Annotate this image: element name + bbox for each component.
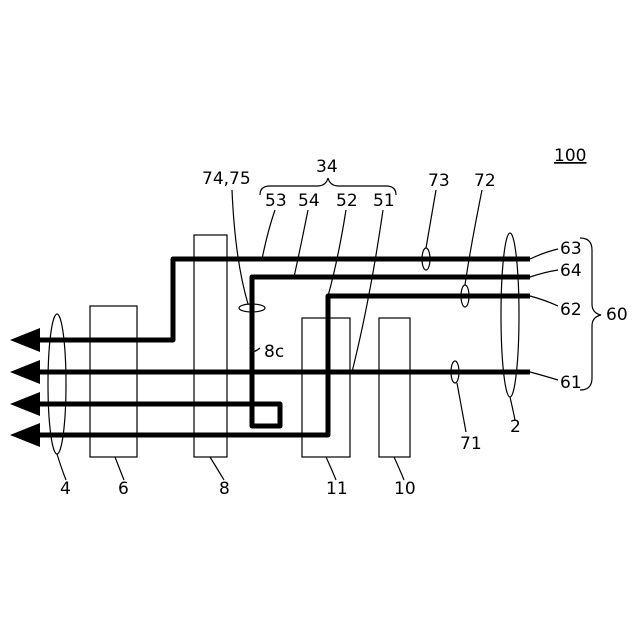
leader-52 [328, 210, 346, 296]
fiber-label-52: 52 [336, 191, 358, 211]
component-label-11: 11 [326, 479, 348, 499]
leader-7475 [232, 190, 248, 304]
leader-54 [294, 210, 308, 277]
arrowhead-2 [10, 360, 40, 384]
fiber-label-51: 51 [373, 191, 395, 211]
leader-64 [530, 270, 558, 277]
brace-60 [580, 238, 601, 390]
leader-11 [326, 457, 336, 480]
component-label-10: 10 [394, 479, 416, 499]
fiber-label-63: 63 [560, 239, 582, 259]
leader-4 [57, 454, 66, 480]
leader-51 [352, 210, 383, 372]
fiber-label-62: 62 [560, 300, 582, 320]
fiber-label-64: 64 [560, 261, 582, 281]
label-71: 71 [460, 434, 482, 454]
group-label-34: 34 [316, 157, 338, 177]
arrowhead-1 [10, 328, 40, 352]
component-label-4: 4 [60, 479, 71, 499]
component-8-box [194, 235, 227, 457]
label-72: 72 [474, 171, 496, 191]
group-label-60: 60 [606, 305, 628, 325]
fiber-label-54: 54 [298, 191, 320, 211]
component-label-2: 2 [510, 417, 521, 437]
component-10-box [379, 318, 410, 457]
fiber-label-53: 53 [265, 191, 287, 211]
label-8c: 8c [264, 342, 284, 362]
leader-8 [210, 457, 224, 480]
leader-10 [394, 457, 404, 480]
figure-reference-label: 100 [554, 146, 586, 166]
leader-62 [530, 296, 558, 306]
arrowhead-4 [10, 423, 40, 447]
leader-61 [530, 372, 558, 380]
leader-53 [262, 210, 275, 259]
leader-63 [530, 249, 558, 259]
leader-73 [426, 190, 436, 248]
leader-6 [115, 457, 124, 480]
label-74-75: 74,75 [202, 169, 251, 189]
leader-71 [457, 383, 466, 432]
label-73: 73 [428, 171, 450, 191]
arrowhead-3 [10, 392, 40, 416]
component-label-6: 6 [118, 479, 129, 499]
leader-72 [465, 190, 482, 285]
fiber-label-61: 61 [560, 373, 582, 393]
component-label-8: 8 [219, 479, 230, 499]
